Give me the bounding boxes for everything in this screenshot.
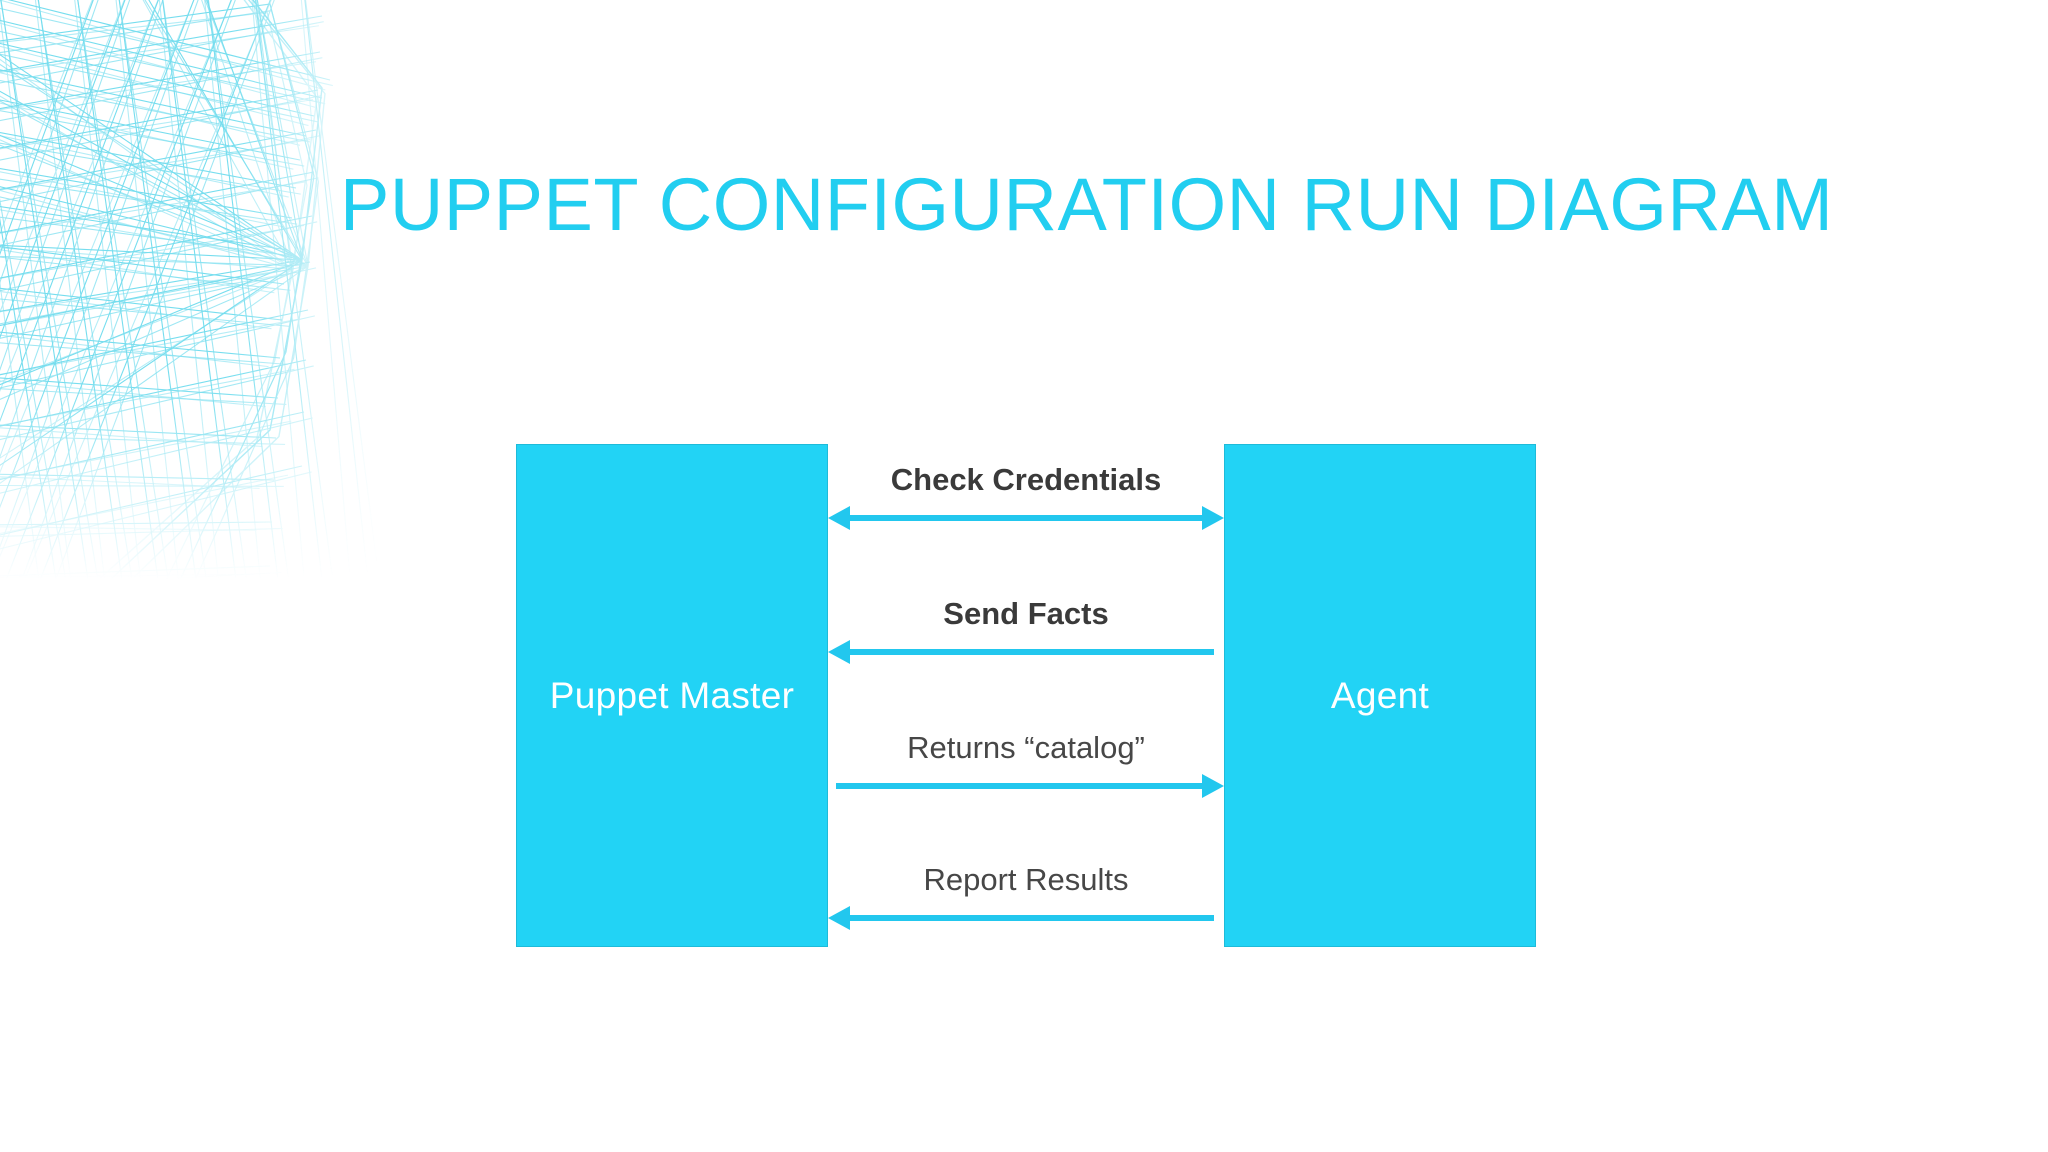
arrow-left-report-results (828, 906, 1214, 930)
message-check-credentials: Check Credentials (828, 462, 1224, 532)
page-title: PUPPET CONFIGURATION RUN DIAGRAM (340, 163, 1834, 246)
arrow-right-returns-catalog (836, 774, 1224, 798)
message-send-facts-label: Send Facts (943, 596, 1109, 631)
message-check-credentials-label: Check Credentials (890, 462, 1162, 497)
node-puppet-master-label: Puppet Master (549, 674, 795, 716)
arrow-bidirectional-check-credentials (828, 506, 1224, 530)
node-agent-label: Agent (1330, 674, 1430, 716)
node-agent[interactable]: Agent (1224, 444, 1536, 947)
message-returns-catalog-label: Returns “catalog” (907, 730, 1145, 765)
message-send-facts: Send Facts (828, 596, 1224, 666)
node-puppet-master[interactable]: Puppet Master (516, 444, 828, 947)
arrow-left-send-facts (828, 640, 1214, 664)
message-report-results-label: Report Results (923, 862, 1129, 897)
message-report-results: Report Results (828, 862, 1224, 932)
message-returns-catalog: Returns “catalog” (828, 730, 1224, 800)
